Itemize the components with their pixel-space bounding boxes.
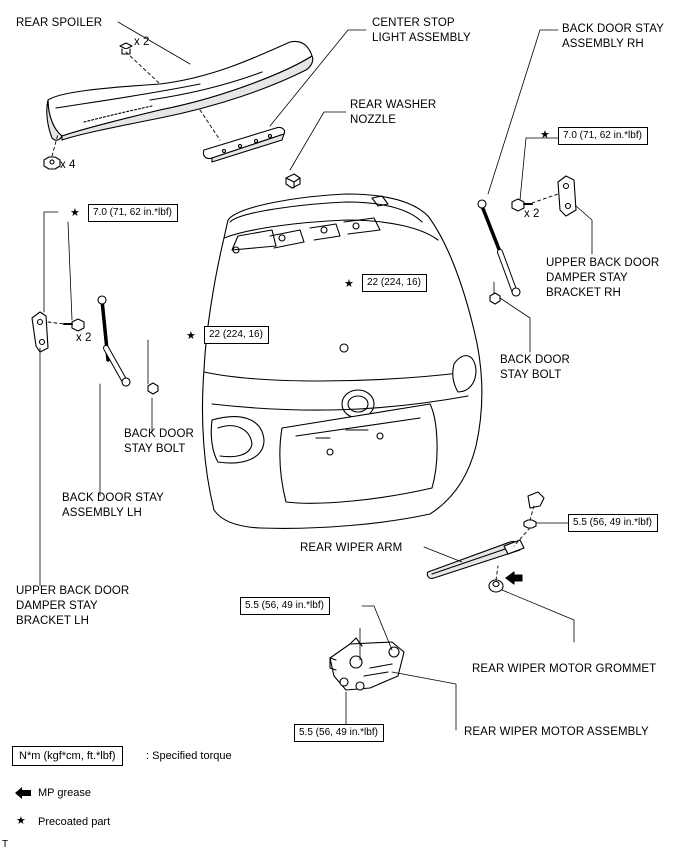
legend-specified-torque: : Specified torque [146, 750, 232, 762]
center-stop-light-drawing [202, 126, 286, 163]
label-upper-bracket-rh-line3: BRACKET RH [546, 287, 621, 299]
label-back-door-stay-rh-line2: ASSEMBLY RH [562, 38, 644, 50]
label-upper-bracket-lh-line2: DAMPER STAY [16, 600, 98, 612]
wiper-arm-nut-drawing [523, 519, 537, 529]
qty-spoiler-clip: x 2 [134, 36, 150, 48]
spoiler-nut-drawing [43, 156, 61, 170]
wiper-arm-cap-drawing [527, 491, 545, 509]
label-rear-wiper-motor-grommet: REAR WIPER MOTOR GROMMET [472, 663, 657, 675]
torque-stay-lh-bolt: 7.0 (71, 62 in.*lbf) [88, 204, 178, 222]
back-door-stay-lh-drawing [97, 295, 131, 387]
torque-wiper-motor-upper: 5.5 (56, 49 in.*lbf) [240, 597, 330, 615]
back-door-drawing [201, 193, 483, 529]
mp-grease-arrow [505, 571, 523, 585]
qty-stay-rh-bolt: x 2 [524, 208, 540, 220]
label-back-door-stay-lh-line1: BACK DOOR STAY [62, 492, 164, 504]
label-back-door-stay-bolt-r-line1: BACK DOOR [500, 354, 570, 366]
rear-washer-nozzle-drawing [285, 173, 301, 189]
back-door-stay-rh-drawing [477, 199, 521, 297]
label-back-door-stay-lh-line2: ASSEMBLY LH [62, 507, 142, 519]
corner-mark: T [2, 839, 9, 850]
label-center-stop-light-line2: LIGHT ASSEMBLY [372, 32, 471, 44]
spoiler-clip-drawing [119, 42, 133, 55]
torque-wiper-arm-nut: 5.5 (56, 49 in.*lbf) [568, 514, 658, 532]
precoated-star-icon: ★ [344, 278, 354, 290]
torque-stay-bolt-l: 22 (224, 16) [204, 326, 269, 344]
torque-stay-rh-bolt: 7.0 (71, 62 in.*lbf) [558, 127, 648, 145]
mp-grease-arrow-icon [15, 787, 31, 799]
torque-wiper-motor-lower: 5.5 (56, 49 in.*lbf) [294, 724, 384, 742]
precoated-star-icon: ★ [540, 129, 550, 141]
legend-precoated-part: Precoated part [38, 816, 111, 828]
rear-wiper-arm-drawing [426, 539, 525, 579]
rear-wiper-motor-drawing [329, 637, 405, 691]
label-center-stop-light-line1: CENTER STOP [372, 17, 455, 29]
label-back-door-stay-rh-line1: BACK DOOR STAY [562, 23, 664, 35]
precoated-star-icon: ★ [70, 207, 80, 219]
qty-stay-lh-bolt: x 2 [76, 332, 92, 344]
label-back-door-stay-bolt-l-line2: STAY BOLT [124, 443, 186, 455]
label-upper-bracket-rh-line1: UPPER BACK DOOR [546, 257, 660, 269]
dashed-guides [47, 51, 559, 581]
label-back-door-stay-bolt-r-line2: STAY BOLT [500, 369, 562, 381]
qty-spoiler-nut: x 4 [60, 159, 76, 171]
stay-rh-bolt-drawing [511, 198, 533, 212]
label-rear-washer-nozzle-line1: REAR WASHER [350, 99, 437, 111]
label-upper-bracket-rh-line2: DAMPER STAY [546, 272, 628, 284]
precoated-star-icon: ★ [16, 815, 26, 827]
label-back-door-stay-bolt-l-line1: BACK DOOR [124, 428, 194, 440]
upper-bracket-lh-drawing [31, 311, 49, 353]
rear-spoiler-drawing [46, 40, 314, 141]
label-rear-spoiler: REAR SPOILER [16, 17, 103, 29]
precoated-star-icon: ★ [186, 330, 196, 342]
stay-bolt-l-drawing [147, 382, 159, 395]
stay-lh-bolt-drawing [63, 318, 85, 332]
label-upper-bracket-lh-line1: UPPER BACK DOOR [16, 585, 130, 597]
label-rear-wiper-motor-assembly: REAR WIPER MOTOR ASSEMBLY [464, 726, 649, 738]
label-upper-bracket-lh-line3: BRACKET LH [16, 615, 90, 627]
stay-bolt-r-drawing [489, 292, 501, 305]
grommet-drawing [488, 579, 504, 593]
legend-mp-grease: MP grease [38, 787, 91, 799]
torque-stay-bolt-r: 22 (224, 16) [362, 274, 427, 292]
leader-lines [39, 21, 593, 731]
upper-bracket-rh-drawing [557, 175, 577, 217]
label-rear-wiper-arm: REAR WIPER ARM [300, 542, 403, 554]
label-rear-washer-nozzle-line2: NOZZLE [350, 114, 396, 126]
legend-torque-unit-box: N*m (kgf*cm, ft.*lbf) [12, 746, 123, 766]
